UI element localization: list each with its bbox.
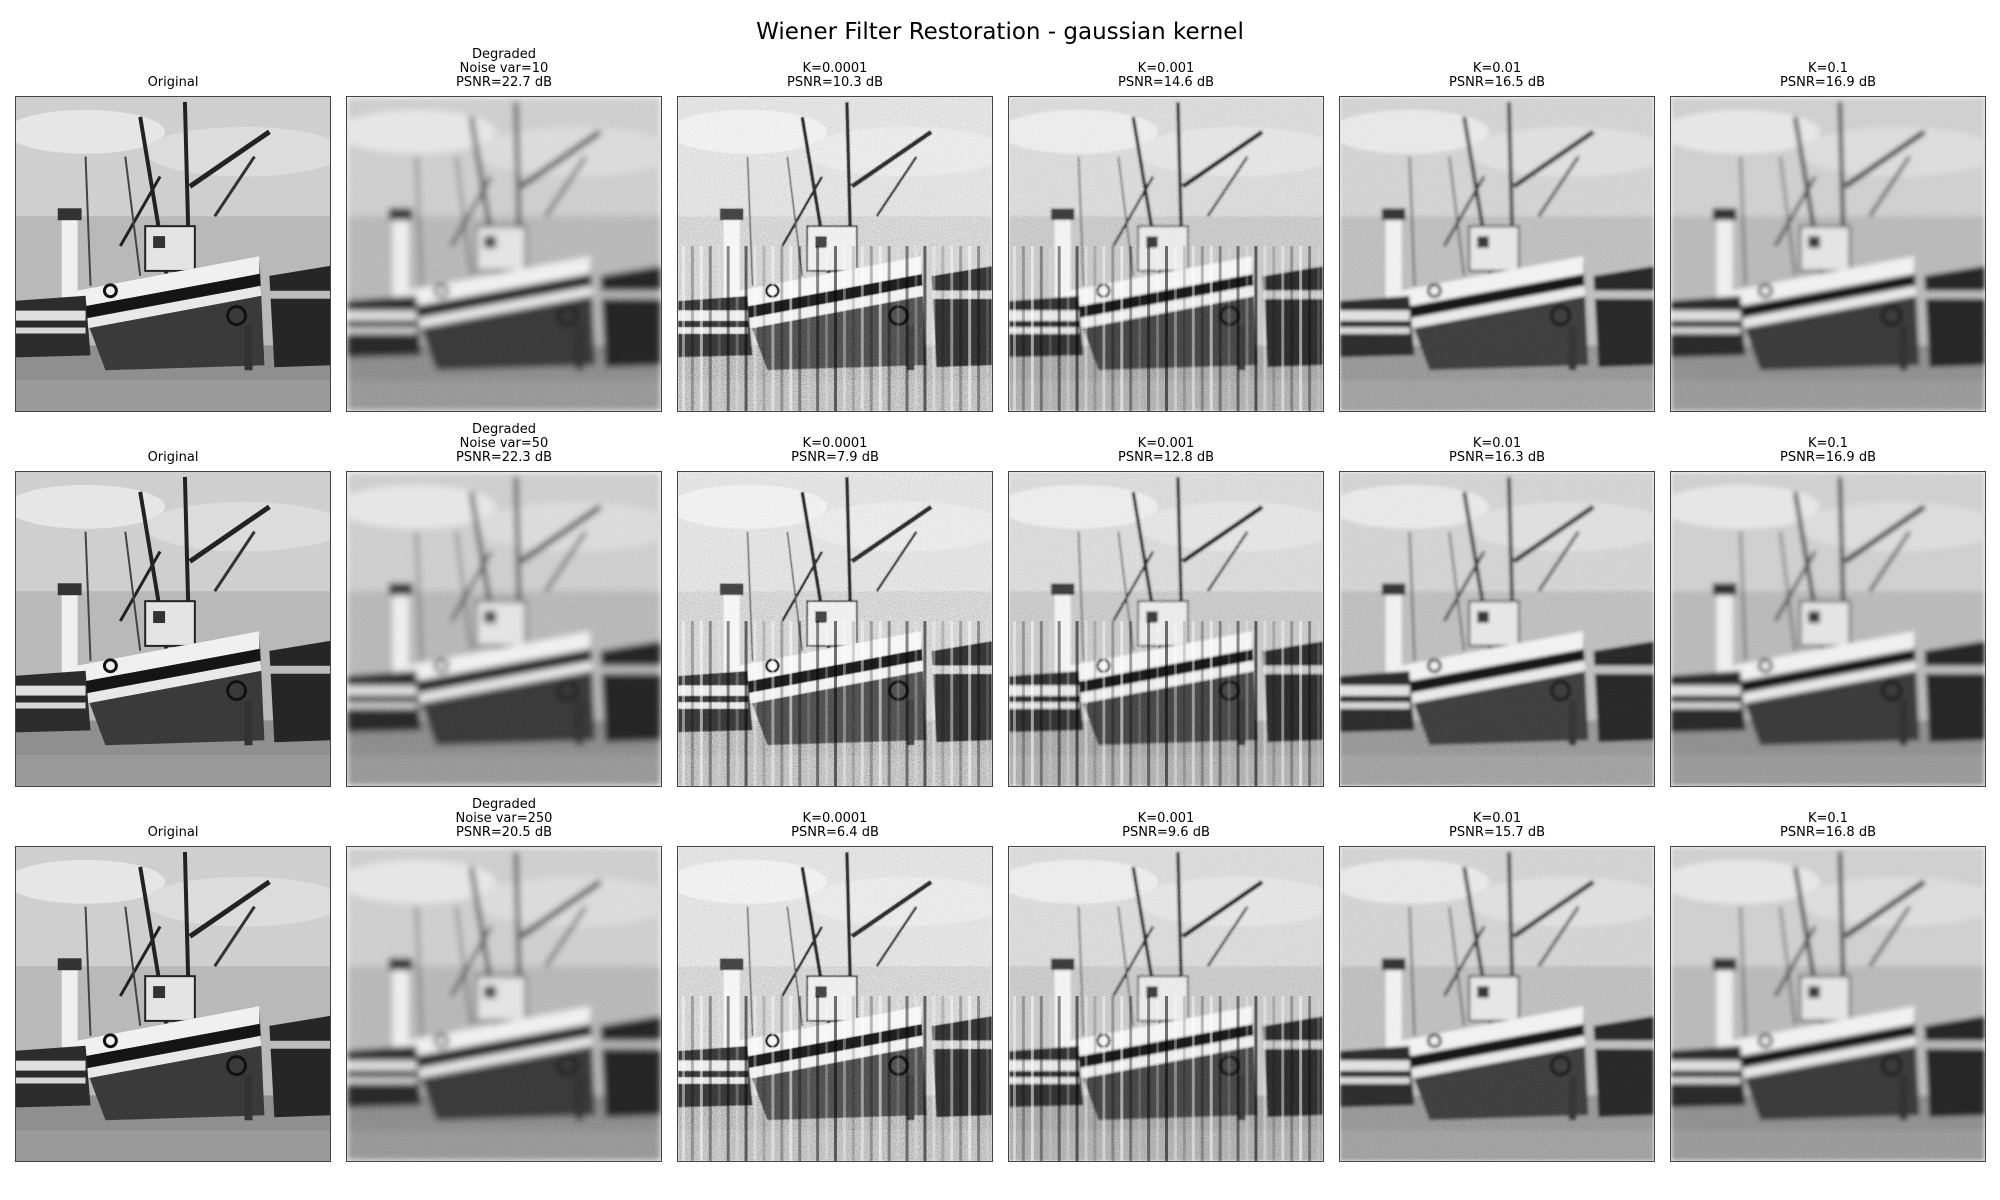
caption-line: K=0.01 [1472,436,1522,451]
caption-line: PSNR=22.3 dB [456,450,552,465]
caption-line: Degraded [471,422,537,437]
caption-line: PSNR=15.7 dB [1449,825,1545,840]
caption-line: Original [147,450,199,465]
caption-line: PSNR=7.9 dB [791,450,879,465]
boat-image [1670,96,1986,412]
caption-line: K=0.1 [1807,61,1849,76]
boat-image [677,846,993,1162]
caption-line: PSNR=9.6 dB [1122,825,1210,840]
caption-line: PSNR=16.3 dB [1449,450,1545,465]
caption-line: Noise var=50 [459,436,549,451]
boat-image [1008,471,1324,787]
boat-image [1339,471,1655,787]
caption-line: K=0.1 [1807,436,1849,451]
figure-title: Wiener Filter Restoration - gaussian ker… [756,19,1244,45]
panel-caption: Original [0,451,351,465]
image-panel-original: Original [15,782,331,1162]
boat-image [15,96,331,412]
caption-line: K=0.0001 [802,61,868,76]
image-panel-original: Original [15,407,331,787]
boat-image [1339,96,1655,412]
caption-line: Original [147,75,199,90]
caption-line: K=0.001 [1137,61,1195,76]
caption-line: PSNR=20.5 dB [456,825,552,840]
caption-line: PSNR=6.4 dB [791,825,879,840]
caption-line: Noise var=10 [459,61,549,76]
caption-line: PSNR=16.8 dB [1780,825,1876,840]
caption-line: PSNR=16.5 dB [1449,75,1545,90]
caption-line: K=0.0001 [802,436,868,451]
boat-image [677,471,993,787]
boat-image [1008,96,1324,412]
caption-line: PSNR=16.9 dB [1780,75,1876,90]
caption-line: K=0.1 [1807,811,1849,826]
caption-line: K=0.001 [1137,436,1195,451]
boat-image [346,846,662,1162]
boat-image [346,96,662,412]
caption-line: PSNR=14.6 dB [1118,75,1214,90]
image-panel-original: Original [15,32,331,412]
boat-image [1339,846,1655,1162]
boat-image [1670,471,1986,787]
boat-image [346,471,662,787]
boat-image [1670,846,1986,1162]
caption-line: Degraded [471,47,537,62]
caption-line: K=0.001 [1137,811,1195,826]
caption-line: Degraded [471,797,537,812]
boat-image [15,846,331,1162]
caption-line: Original [147,825,199,840]
caption-line: Noise var=250 [455,811,553,826]
caption-line: PSNR=16.9 dB [1780,450,1876,465]
caption-line: PSNR=10.3 dB [787,75,883,90]
panel-caption: Original [0,826,351,840]
caption-line: K=0.01 [1472,811,1522,826]
caption-line: PSNR=22.7 dB [456,75,552,90]
panel-caption: Original [0,76,351,90]
caption-line: K=0.0001 [802,811,868,826]
caption-line: K=0.01 [1472,61,1522,76]
boat-image [1008,846,1324,1162]
boat-image [677,96,993,412]
boat-image [15,471,331,787]
caption-line: PSNR=12.8 dB [1118,450,1214,465]
